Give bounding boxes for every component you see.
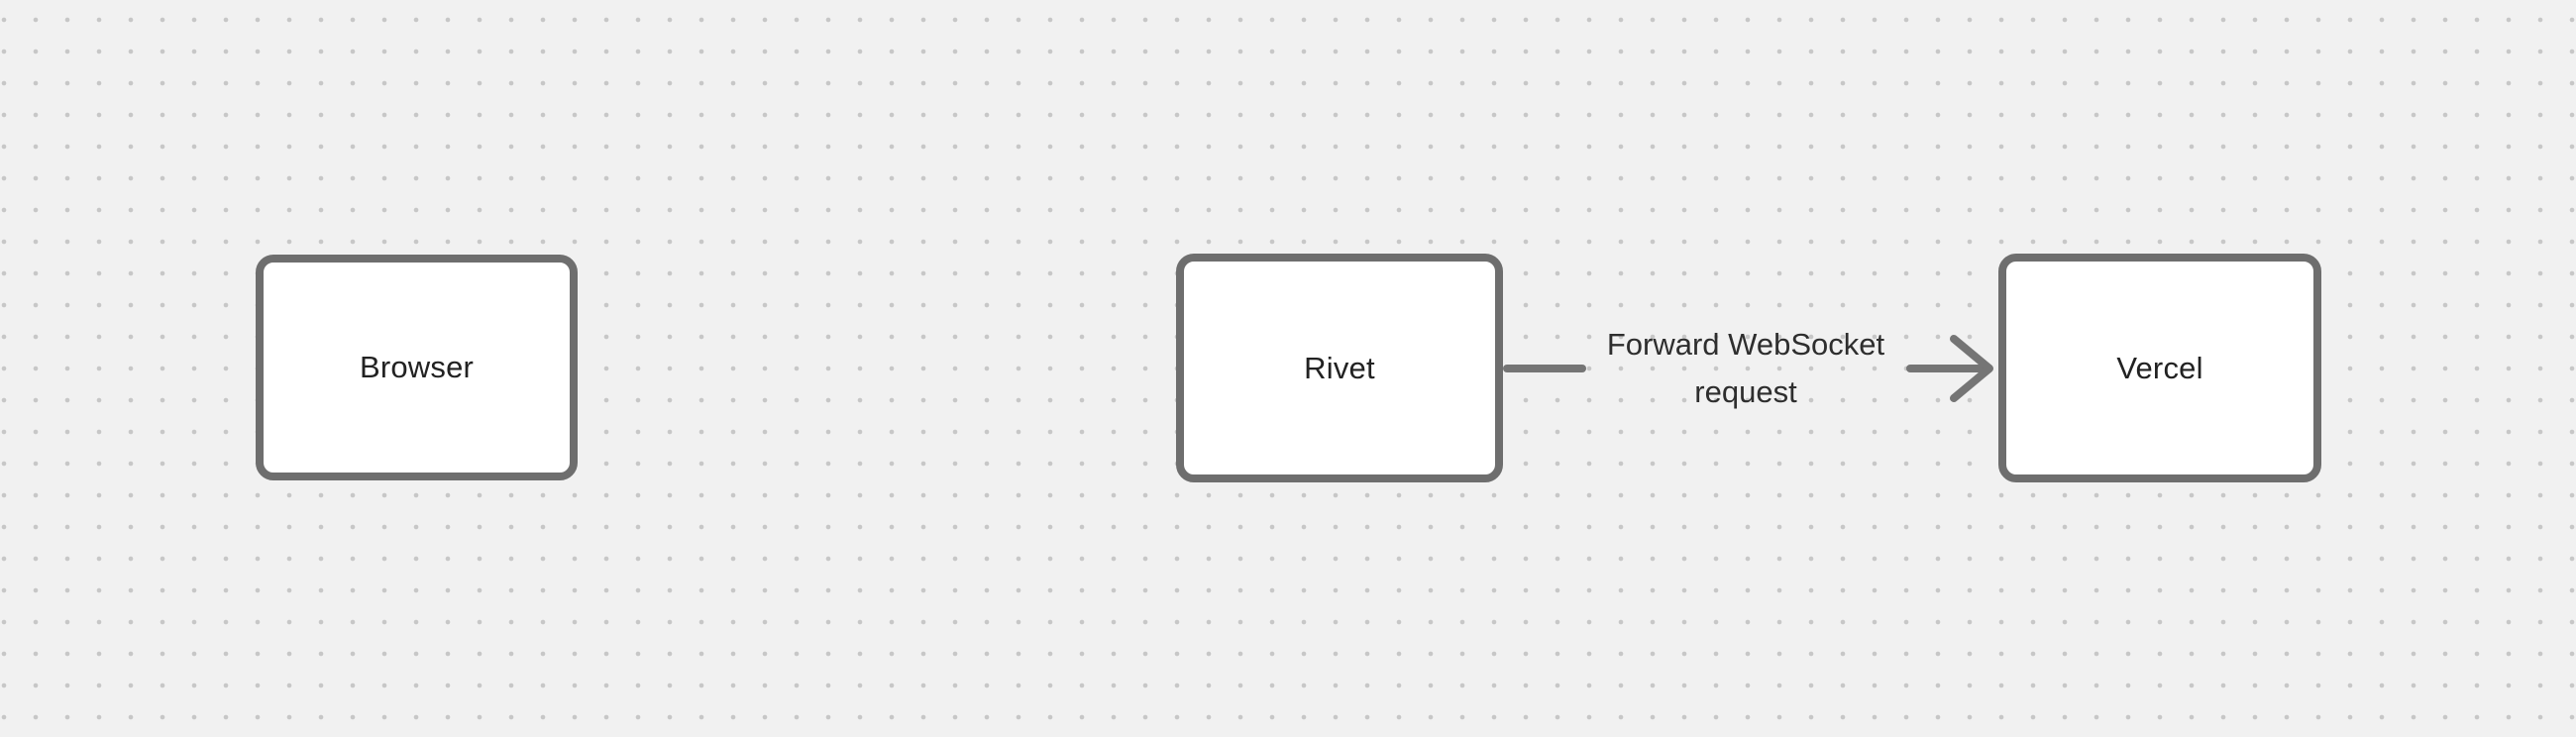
node-rivet-label: Rivet — [1304, 350, 1375, 385]
node-vercel-label: Vercel — [2116, 350, 2203, 385]
edge-label[interactable]: Forward WebSocket request — [1577, 321, 1914, 416]
node-vercel[interactable]: Vercel — [1998, 254, 2321, 482]
edge-label-line-2: request — [1694, 374, 1797, 409]
arrowhead-icon[interactable] — [1950, 335, 1993, 402]
node-rivet[interactable]: Rivet — [1176, 254, 1503, 482]
node-browser[interactable]: Browser — [256, 255, 578, 480]
node-browser-label: Browser — [359, 350, 475, 384]
edge-label-line-1: Forward WebSocket — [1606, 327, 1885, 362]
